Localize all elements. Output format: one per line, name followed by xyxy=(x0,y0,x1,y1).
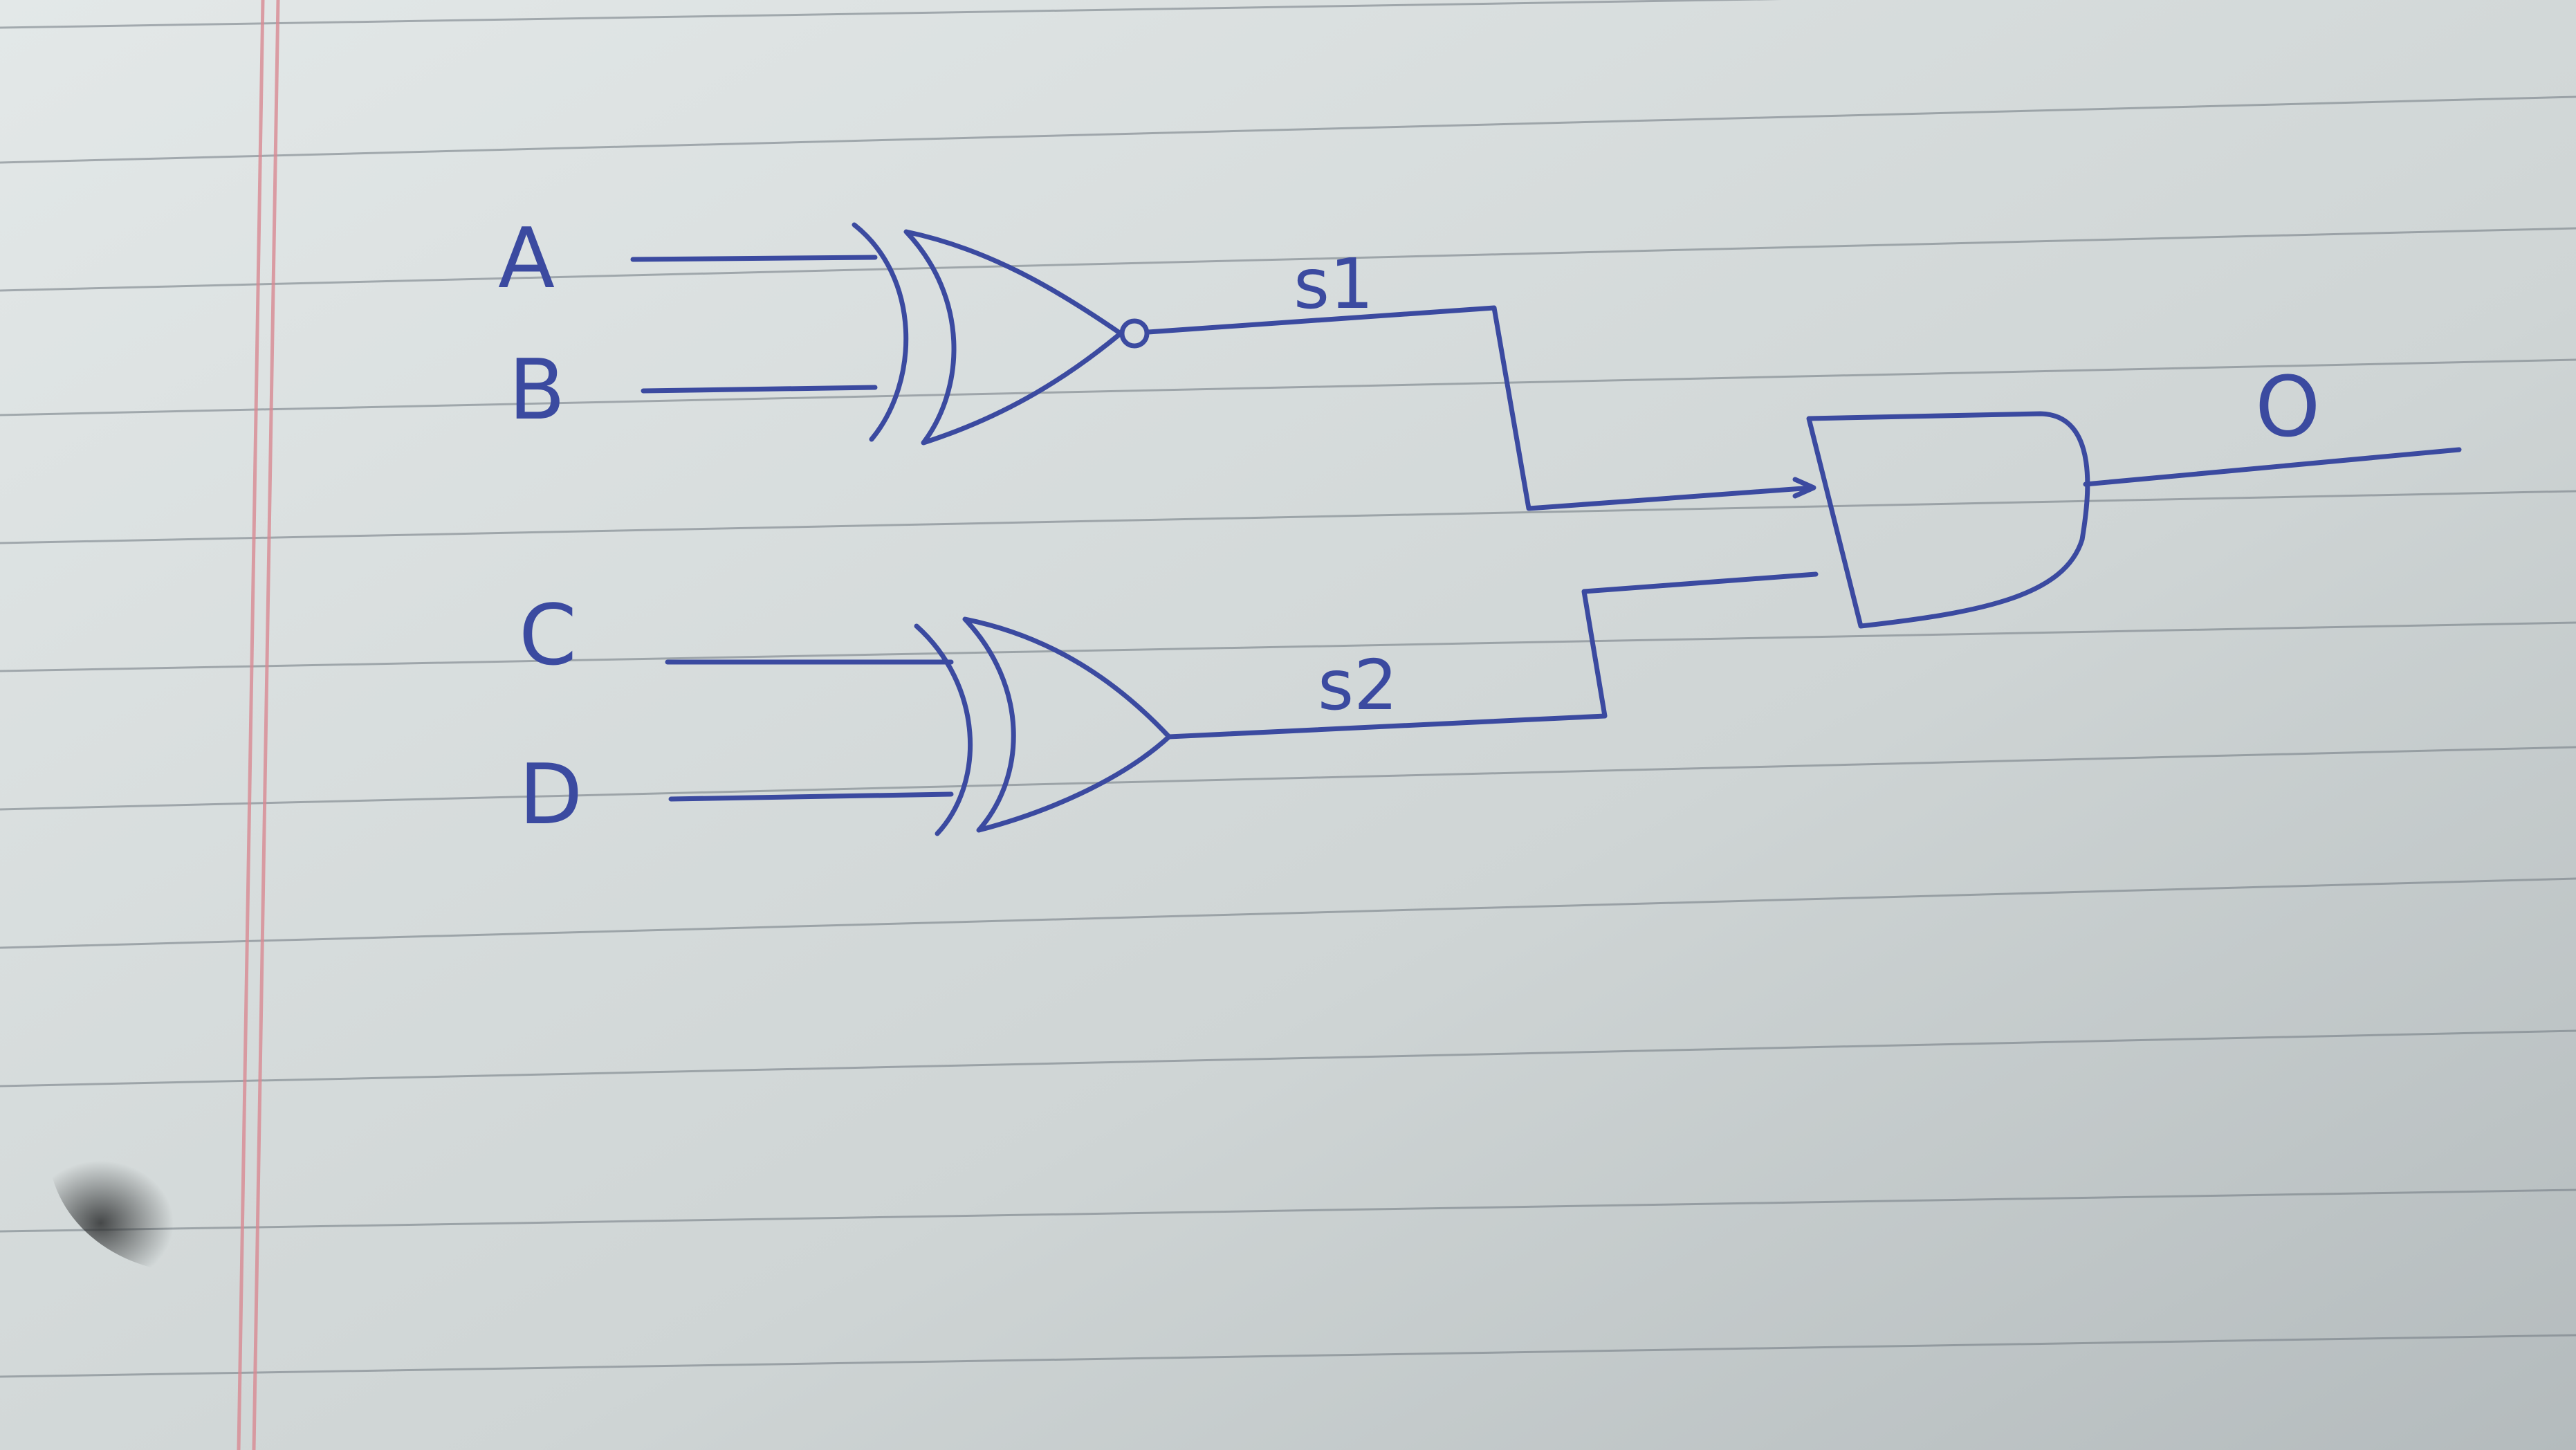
input-label-a: A xyxy=(498,211,555,307)
wire-s2 xyxy=(1166,571,1819,740)
xor-gate-body xyxy=(962,616,1172,833)
wire-s1 xyxy=(1146,305,1815,511)
and-gate-body xyxy=(1806,411,2090,629)
wire-output xyxy=(2083,447,2462,487)
input-label-c: C xyxy=(519,588,577,684)
xor-gate xyxy=(914,616,1172,836)
input-wires xyxy=(630,255,954,802)
wire-s1-arrowhead xyxy=(1792,477,1816,499)
output-label: O xyxy=(2255,360,2320,456)
xor-gate-back-arc xyxy=(914,623,973,836)
xnor-gate-back-arc xyxy=(852,222,909,442)
xnor-gate-body xyxy=(903,229,1123,446)
input-label-b: B xyxy=(508,342,565,439)
ruled-lines xyxy=(0,0,2576,1378)
wire-label-s1: s1 xyxy=(1294,244,1374,324)
and-gate xyxy=(1806,411,2090,629)
xnor-gate xyxy=(852,222,1150,446)
wire-label-s2: s2 xyxy=(1318,645,1398,726)
shadow-smudge xyxy=(48,1024,339,1273)
wire-a xyxy=(630,255,878,262)
wire-d xyxy=(668,791,954,802)
input-label-d: D xyxy=(519,747,582,843)
wire-b xyxy=(641,385,878,394)
